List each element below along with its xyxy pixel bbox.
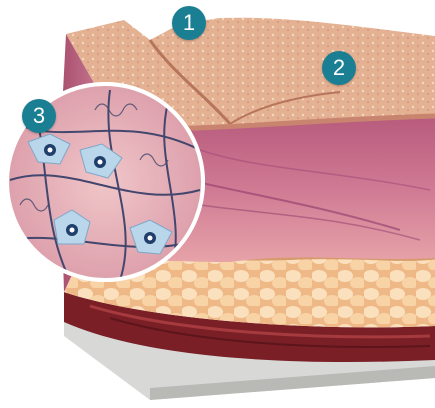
callout-marker-3: 3 [22, 99, 56, 133]
callout-marker-1: 1 [172, 6, 206, 40]
callout-marker-2: 2 [322, 51, 356, 85]
